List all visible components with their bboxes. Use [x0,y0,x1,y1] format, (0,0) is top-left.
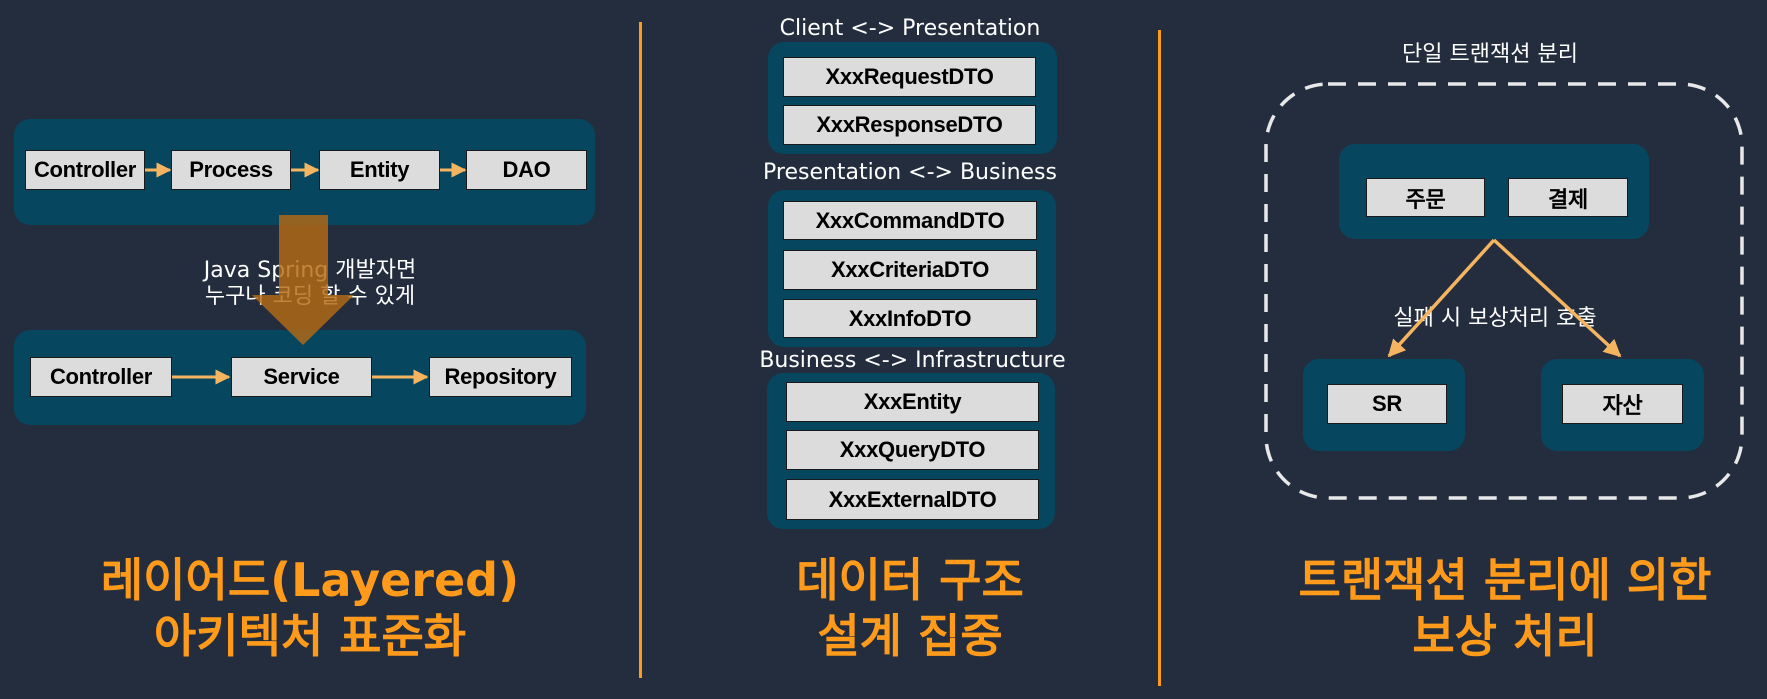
legacy-entity-box: Entity [319,150,440,190]
boundary-label: 단일 트랜잭션 분리 [1402,42,1578,67]
section2-title-line-1: 데이터 구조 [796,553,1024,607]
group-3-label: Business <-> Infrastructure [759,348,1066,373]
arrow-compensate-asset [1492,238,1622,358]
legacy-dao-box: DAO [466,150,587,190]
divider-right [1158,30,1161,686]
section1-title: 레이어드(Layered) 아키텍처 표준화 [60,552,560,664]
section2-title: 데이터 구조 설계 집중 [690,552,1130,664]
section1-title-line-1: 레이어드(Layered) [100,553,520,607]
legacy-controller-box: Controller [25,150,145,190]
payment-box: 결제 [1508,178,1628,217]
sr-box: SR [1327,384,1447,424]
repository-box: Repository [429,357,572,397]
arrow-label: 실패 시 보상처리 호출 [1393,306,1597,331]
service-box: Service [231,357,372,397]
section1-title-line-2: 아키텍처 표준화 [153,609,467,663]
info-dto-box: XxxInfoDTO [783,299,1037,338]
transition-arrow [252,215,354,345]
command-dto-box: XxxCommandDTO [783,201,1037,240]
section3-title-line-2: 보상 처리 [1412,609,1598,663]
section3-title: 트랜잭션 분리에 의한 보상 처리 [1265,552,1745,664]
legacy-process-box: Process [171,150,291,190]
criteria-dto-box: XxxCriteriaDTO [783,250,1037,290]
group-2-label: Presentation <-> Business [763,160,1057,185]
divider-left [639,22,642,678]
section3-title-line-1: 트랜잭션 분리에 의한 [1298,553,1712,607]
order-box: 주문 [1366,178,1485,217]
transaction-boundary [1264,82,1744,500]
group-1-label: Client <-> Presentation [779,16,1041,41]
external-dto-box: XxxExternalDTO [786,479,1039,520]
arrow-compensate-sr [1387,238,1496,358]
request-dto-box: XxxRequestDTO [783,57,1036,97]
section2-title-line-2: 설계 집중 [817,609,1003,663]
asset-box: 자산 [1562,384,1683,424]
query-dto-box: XxxQueryDTO [786,430,1039,470]
entity-box: XxxEntity [786,382,1039,422]
controller-box: Controller [30,357,172,397]
response-dto-box: XxxResponseDTO [783,105,1036,145]
